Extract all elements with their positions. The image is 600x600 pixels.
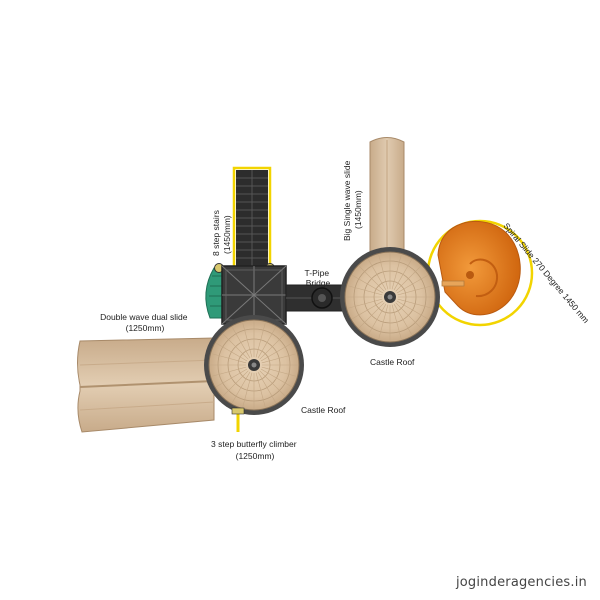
roof-ray — [255, 322, 266, 358]
roof-ray — [351, 300, 384, 320]
roof-ray — [358, 302, 385, 329]
roof-ray — [222, 333, 249, 360]
roof-ray — [231, 371, 251, 404]
roof-ray — [259, 370, 286, 397]
tpipe-label: T-Pipe Bridge — [305, 268, 332, 288]
roof-ray — [261, 366, 297, 377]
roof-ray — [242, 322, 253, 358]
roof-ray — [378, 254, 389, 290]
climber-size: (1250mm) — [236, 451, 275, 461]
roof-ray — [396, 274, 429, 294]
roof-ray — [347, 298, 383, 309]
roof-ray — [367, 258, 387, 291]
roof-ray — [259, 333, 286, 360]
roof-ray — [393, 258, 413, 291]
roof-ray — [391, 304, 402, 340]
roof-ray — [211, 353, 247, 364]
roof-ray — [397, 285, 433, 296]
climber-name: 3 step butterfly climber — [211, 439, 297, 449]
castle-roof-left-label: Castle Roof — [301, 405, 346, 415]
roof-ray — [395, 265, 422, 292]
roof-ray — [395, 302, 422, 329]
roof-ray — [261, 353, 297, 364]
double-slide-name: Double wave dual slide — [100, 312, 188, 322]
double-slide-label: Double wave dual slide (1250mm) — [100, 312, 190, 333]
big-single-wave-slide — [369, 137, 405, 259]
big-slide-name: Big Single wave slide — [342, 160, 352, 241]
t-pipe-bridge — [285, 284, 347, 312]
roof-ray — [222, 370, 249, 397]
watermark: joginderagencies.in — [455, 575, 587, 590]
roof-ray — [231, 326, 251, 359]
roof-ray — [257, 371, 277, 404]
roof-ray — [260, 342, 293, 362]
double-slide-size: (1250mm) — [126, 323, 165, 333]
roof-ray — [393, 303, 413, 336]
climber-label: 3 step butterfly climber (1250mm) — [211, 439, 299, 461]
roof-ray — [211, 366, 247, 377]
roof-ray — [347, 285, 383, 296]
roof-ray — [396, 300, 429, 320]
roof-ray — [242, 372, 253, 408]
roof-ray — [391, 254, 402, 290]
roof-ray — [257, 326, 277, 359]
roof-ray — [215, 368, 248, 388]
roof-ray — [260, 368, 293, 388]
roof-ray — [351, 274, 384, 294]
butterfly-climber — [231, 407, 245, 432]
square-platform — [221, 265, 287, 325]
tpipe-line-2: Bridge — [306, 278, 331, 288]
castle-roof-left — [204, 315, 304, 415]
stairs-name: 8 step stairs — [211, 210, 221, 256]
stairs-size: (1450mm) — [222, 215, 232, 254]
eight-step-stairs — [232, 166, 272, 270]
roof-ray — [378, 304, 389, 340]
double-wave-dual-slide — [77, 337, 215, 433]
roof-ray — [367, 303, 387, 336]
roof-ray — [358, 265, 385, 292]
castle-roof-right — [340, 247, 440, 347]
roof-ray — [397, 298, 433, 309]
stairs-label: 8 step stairs (1450mm) — [211, 208, 232, 256]
tpipe-line-1: T-Pipe — [305, 268, 330, 278]
big-slide-size: (1450mm) — [353, 190, 363, 229]
roof-ray — [255, 372, 266, 408]
castle-roof-right-label: Castle Roof — [370, 357, 415, 367]
big-slide-label: Big Single wave slide (1450mm) — [342, 158, 363, 241]
roof-ray — [215, 342, 248, 362]
